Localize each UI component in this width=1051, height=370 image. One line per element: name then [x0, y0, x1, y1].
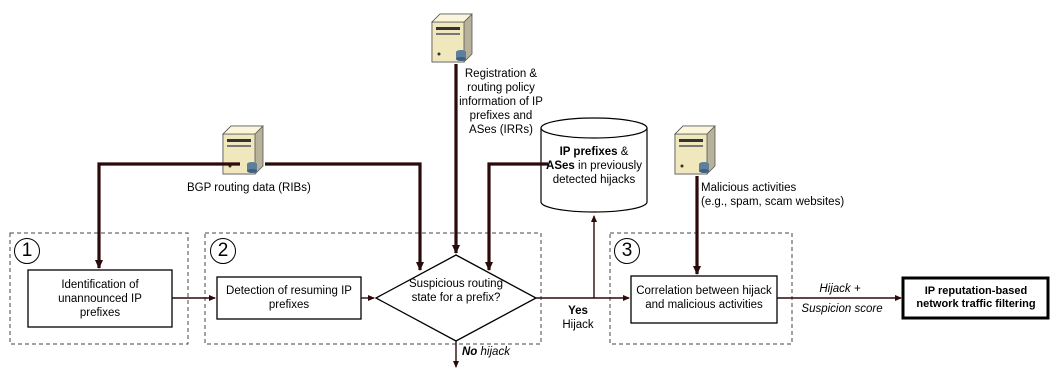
step-3-number: 3 — [614, 238, 640, 264]
hijack-label: Hijack — [562, 319, 594, 331]
bgp-server-icon — [222, 125, 264, 175]
irr-server-icon — [431, 13, 473, 63]
step-1-label: Identification of unannounced IP prefixe… — [58, 279, 142, 319]
bgp-source-label: BGP routing data (RIBs) — [187, 182, 311, 194]
step-1-number: 1 — [14, 238, 40, 264]
bgp-to-decision-arrow — [265, 162, 424, 271]
step-2-box — [216, 276, 362, 320]
database-label: IP prefixes & ASes in previously detecte… — [546, 145, 642, 187]
step-3-label: Correlation between hijack and malicious… — [636, 285, 772, 311]
malicious-source-label-2: (e.g., spam, scam websites) — [701, 196, 845, 208]
step-2-label: Detection of resuming IP prefixes — [226, 285, 352, 311]
decision-label: Suspicious routing state for a prefix? — [409, 278, 503, 304]
step-2-number: 2 — [210, 238, 236, 264]
yes-label: Yes — [568, 305, 588, 317]
no-hijack-text: hijack — [477, 346, 510, 358]
database-label-bold-2: ASes — [546, 160, 575, 172]
stage-1-container — [9, 232, 189, 345]
output-label: IP reputation-based network traffic filt… — [916, 285, 1036, 310]
database-label-text-2: in previously detected hijacks — [552, 160, 642, 186]
no-hijack-label: No hijack — [462, 345, 562, 359]
output-edge-label-2: Suspicion score — [801, 303, 883, 315]
step-1-box — [27, 269, 173, 328]
irr-source-label: Registration & routing policy informatio… — [459, 68, 543, 136]
stage-3-container — [609, 232, 793, 345]
output-box — [901, 276, 1050, 320]
stage-2-container — [204, 232, 542, 345]
output-edge-label-1: Hijack + — [819, 283, 861, 295]
step-3-box — [630, 275, 778, 324]
no-label: No — [462, 346, 478, 358]
database-label-text-1: & — [617, 146, 629, 158]
malicious-server-icon — [674, 125, 716, 175]
hijack-database-icon — [540, 117, 648, 213]
bgp-to-step1-arrow — [95, 162, 240, 269]
database-label-bold-1: IP prefixes — [559, 146, 618, 158]
malicious-source-label-1: Malicious activities — [701, 182, 797, 194]
db-to-decision-arrow — [485, 162, 548, 271]
